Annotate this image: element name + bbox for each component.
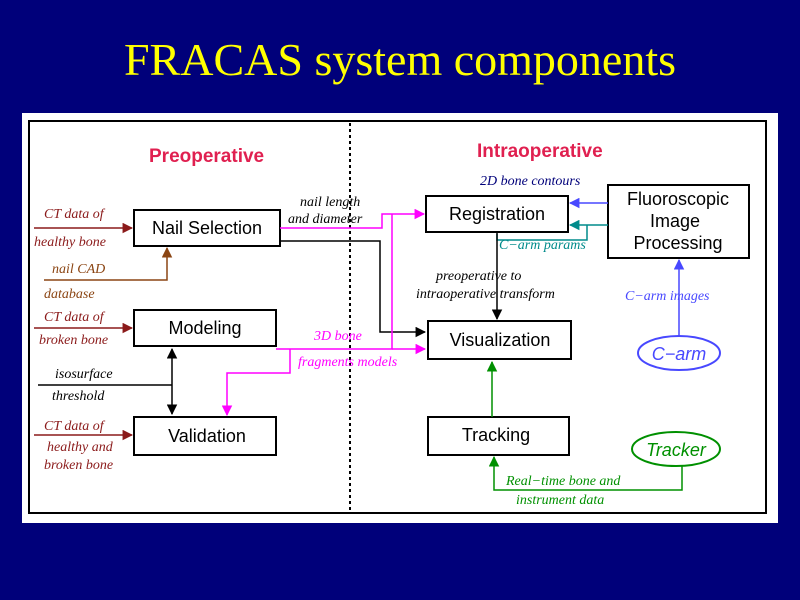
diagram-svg: Preoperative Intraoperative Nail Selecti… — [28, 120, 767, 514]
modeling-label: Modeling — [168, 318, 241, 338]
carm-label: C−arm — [652, 344, 707, 364]
ct-broken-text-1: CT data of — [44, 310, 106, 325]
ct-healthy-text-1: CT data of — [44, 207, 106, 222]
ct-healthy-text-2: healthy bone — [34, 235, 106, 250]
fluoroscopic-box — [607, 184, 750, 259]
tracker-ellipse — [631, 431, 721, 467]
fluoroscopic-label-3: Processing — [633, 233, 722, 253]
tracking-box — [427, 416, 570, 456]
ct-both-text-1: CT data of — [44, 419, 106, 434]
realtime-text-2: instrument data — [516, 493, 604, 508]
bone-models-to-validation-arrow — [221, 349, 291, 417]
contours-text: 2D bone contours — [480, 174, 581, 189]
ct-both-text-2: healthy and — [47, 440, 114, 455]
nail-cad-arrow — [44, 246, 173, 281]
registration-box — [425, 195, 569, 233]
fluoroscopic-label-2: Image — [650, 211, 700, 231]
visualization-label: Visualization — [450, 330, 551, 350]
realtime-data-arrow — [488, 455, 683, 491]
transform-text-1: preoperative to — [435, 269, 521, 284]
tracker-label: Tracker — [646, 440, 707, 460]
validation-box — [133, 416, 277, 456]
tracking-label: Tracking — [462, 425, 530, 445]
bone-models-text-1: 3D bone — [313, 329, 362, 344]
diagram-panel: Preoperative Intraoperative Nail Selecti… — [22, 113, 778, 523]
isosurface-text-2: threshold — [52, 389, 105, 404]
ct-broken-text-2: broken bone — [39, 333, 108, 348]
modeling-box — [133, 309, 277, 347]
nail-selection-label: Nail Selection — [152, 218, 262, 238]
isosurface-text-1: isosurface — [55, 367, 113, 382]
preoperative-header: Preoperative — [149, 146, 264, 167]
registration-label: Registration — [449, 204, 545, 224]
intraoperative-header: Intraoperative — [477, 141, 603, 162]
validation-label: Validation — [168, 426, 246, 446]
carm-params-text: C−arm params — [499, 238, 586, 253]
visualization-box — [427, 320, 572, 360]
realtime-text-1: Real−time bone and — [505, 474, 621, 489]
nail-length-text-1: nail length — [300, 195, 360, 210]
ct-both-text-3: broken bone — [44, 458, 113, 473]
nail-cad-text-2: database — [44, 287, 95, 302]
fluoroscopic-label-1: Fluoroscopic — [627, 189, 729, 209]
nail-length-text-2: and diameter — [288, 212, 363, 227]
nail-to-visualization-arrow — [280, 240, 427, 338]
diagram-frame — [28, 120, 767, 514]
nail-length-arrow — [280, 208, 426, 229]
transform-text-2: intraoperative transform — [416, 287, 555, 302]
carm-images-text: C−arm images — [625, 289, 710, 304]
nail-cad-text-1: nail CAD — [52, 262, 105, 277]
bone-models-text-2: fragments models — [298, 355, 398, 370]
slide-title: FRACAS system components — [123, 34, 677, 85]
